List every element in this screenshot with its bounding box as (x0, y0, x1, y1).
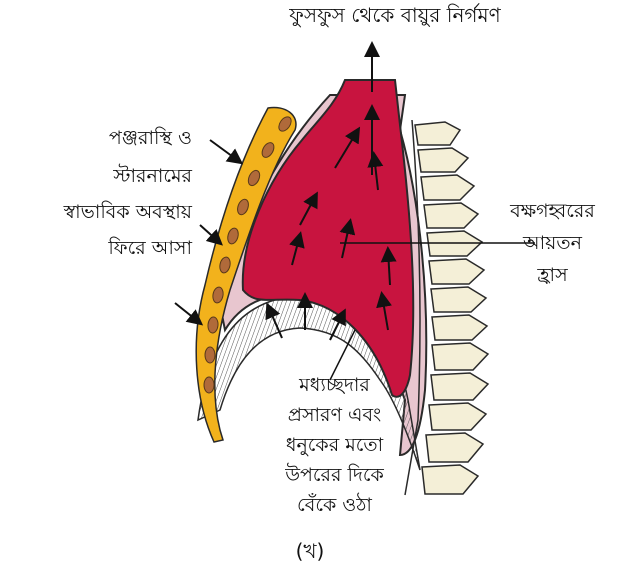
rib-arrow (210, 140, 240, 162)
vertebra (422, 465, 478, 494)
ribs-label-line3: স্বাভাবিক অবস্থায় (2, 199, 192, 225)
vertebra (429, 403, 486, 430)
vertebra (432, 315, 487, 340)
rib-segment (204, 377, 214, 393)
rib-segment (205, 347, 215, 363)
cavity-label: বক্ষগহ্বরের আয়তন হ্রাস (485, 198, 620, 288)
rib-arrow (200, 225, 220, 243)
exhalation-label: ফুসফুস থেকে বায়ুর নির্গমণ (250, 2, 540, 28)
ribs-label-line4: ফিরে আসা (2, 235, 192, 261)
vertebra (421, 175, 474, 200)
vertebra (415, 122, 460, 145)
diaphragm-label-line3: ধনুকের মতো (262, 432, 407, 458)
vertebra (418, 148, 468, 172)
diaphragm-label-line4: উপরের দিকে (262, 462, 407, 488)
diaphragm-label-line2: প্রসারণ এবং (262, 402, 407, 428)
ribs-label-line2: স্টারনামের (2, 163, 192, 189)
vertebra (426, 433, 483, 462)
vertebra (432, 343, 488, 370)
cavity-label-line3: হ্রাস (485, 262, 620, 288)
diaphragm-label: মধ্যচ্ছদার প্রসারণ এবং ধনুকের মতো উপরের … (262, 372, 407, 518)
cavity-label-line1: বক্ষগহ্বরের (485, 198, 620, 224)
vertebra (431, 373, 488, 400)
ribs-label-line1: পঞ্জরাস্থি ও (2, 125, 192, 151)
figure-caption: (খ) (270, 538, 350, 564)
vertebra (429, 259, 484, 284)
vertebra (431, 287, 486, 312)
diaphragm-label-line1: মধ্যচ্ছদার (262, 372, 407, 398)
diaphragm-label-line5: বেঁকে ওঠা (262, 492, 407, 518)
ribs-label: পঞ্জরাস্থি ও স্টারনামের স্বাভাবিক অবস্থা… (2, 125, 192, 261)
cavity-label-line2: আয়তন (485, 230, 620, 256)
vertebra (424, 203, 478, 228)
rib-arrow (175, 303, 200, 323)
